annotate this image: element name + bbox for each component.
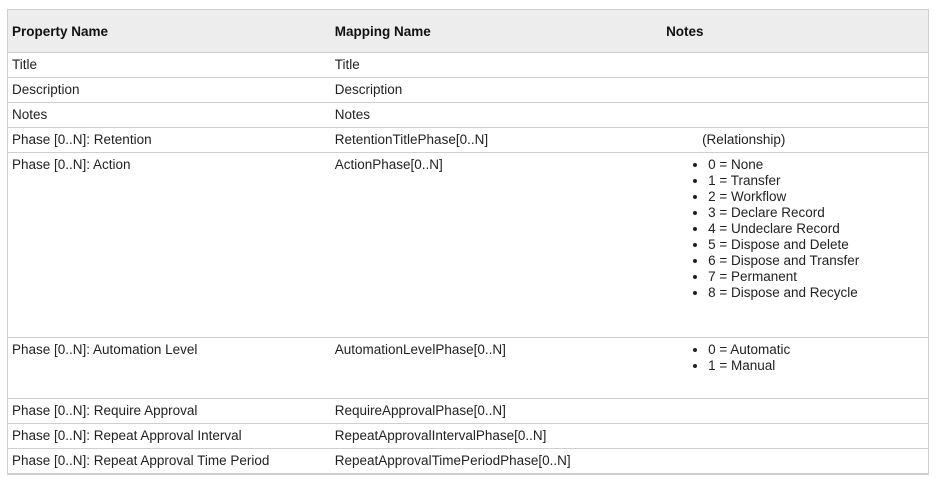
list-item: 6 = Dispose and Transfer: [708, 253, 924, 269]
list-item: 5 = Dispose and Delete: [708, 237, 924, 253]
property-cell: Phase [0..N]: Repeat Approval Interval: [7, 423, 331, 449]
mapping-cell: RepeatApprovalIntervalPhase[0..N]: [330, 423, 667, 449]
list-item: 8 = Dispose and Recycle: [708, 285, 924, 301]
mapping-cell: RepeatApprovalTimePeriodPhase[0..N]: [330, 448, 667, 474]
notes-cell: 0 = None 1 = Transfer 2 = Workflow 3 = D…: [666, 152, 929, 338]
header-notes: Notes: [666, 9, 929, 53]
notes-cell: 0 = Automatic 1 = Manual: [666, 337, 929, 399]
mapping-cell: AutomationLevelPhase[0..N]: [330, 337, 667, 399]
table-row: Phase [0..N]: Repeat Approval Interval R…: [7, 423, 929, 449]
property-cell: Description: [7, 77, 331, 103]
table-row: Phase [0..N]: Retention RetentionTitlePh…: [7, 127, 929, 153]
table-row: Phase [0..N]: Automation Level Automatio…: [7, 337, 929, 399]
property-cell: Phase [0..N]: Require Approval: [7, 398, 331, 424]
list-item: 3 = Declare Record: [708, 205, 924, 221]
list-item: 2 = Workflow: [708, 189, 924, 205]
table-row: Phase [0..N]: Repeat Approval Time Perio…: [7, 448, 929, 474]
table-header-row: Property Name Mapping Name Notes: [7, 9, 929, 53]
list-item: 1 = Manual: [708, 358, 924, 374]
list-item: 0 = Automatic: [708, 342, 924, 358]
notes-cell: [666, 77, 929, 103]
table-row: Title Title: [7, 52, 929, 78]
property-cell: Phase [0..N]: Retention: [7, 127, 331, 153]
notes-cell: [666, 448, 929, 474]
mapping-cell: RequireApprovalPhase[0..N]: [330, 398, 667, 424]
mapping-cell: ActionPhase[0..N]: [330, 152, 667, 338]
list-item: 7 = Permanent: [708, 269, 924, 285]
property-cell: Phase [0..N]: Action: [7, 152, 331, 338]
list-item: 4 = Undeclare Record: [708, 221, 924, 237]
header-mapping-name: Mapping Name: [330, 9, 667, 53]
property-mapping-table: Property Name Mapping Name Notes Title T…: [7, 9, 929, 475]
mapping-cell: Description: [330, 77, 667, 103]
property-cell: Title: [7, 52, 331, 78]
list-item: 1 = Transfer: [708, 173, 924, 189]
notes-cell: [666, 52, 929, 78]
notes-cell: [666, 398, 929, 424]
notes-cell: (Relationship): [666, 127, 929, 153]
notes-cell: [666, 423, 929, 449]
list-item: 0 = None: [708, 157, 924, 173]
notes-cell: [666, 102, 929, 128]
mapping-cell: Title: [330, 52, 667, 78]
relationship-note: (Relationship): [702, 132, 786, 147]
header-property-name: Property Name: [7, 9, 331, 53]
table-row: Phase [0..N]: Action ActionPhase[0..N] 0…: [7, 152, 929, 338]
table-row: Phase [0..N]: Require Approval RequireAp…: [7, 398, 929, 424]
mapping-cell: RetentionTitlePhase[0..N]: [330, 127, 667, 153]
property-cell: Notes: [7, 102, 331, 128]
table-row: Notes Notes: [7, 102, 929, 128]
table-row: Description Description: [7, 77, 929, 103]
mapping-cell: Notes: [330, 102, 667, 128]
property-cell: Phase [0..N]: Automation Level: [7, 337, 331, 399]
property-cell: Phase [0..N]: Repeat Approval Time Perio…: [7, 448, 331, 474]
automation-options-list: 0 = Automatic 1 = Manual: [670, 342, 924, 374]
action-options-list: 0 = None 1 = Transfer 2 = Workflow 3 = D…: [670, 157, 924, 301]
